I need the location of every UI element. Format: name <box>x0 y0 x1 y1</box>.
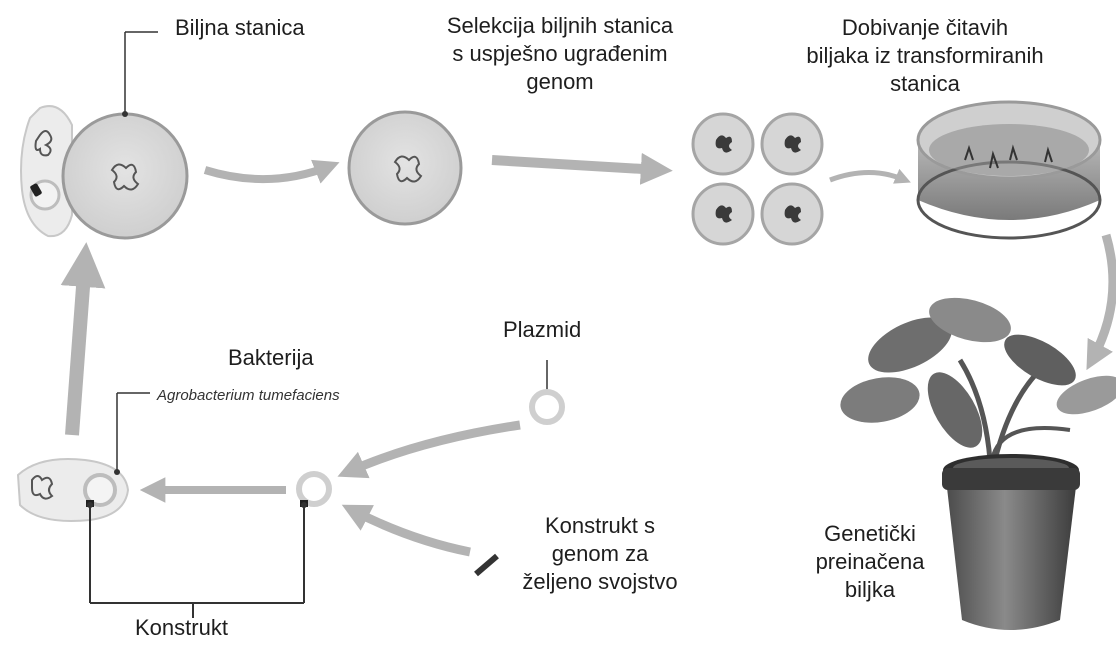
label-plant-cell: Biljna stanica <box>175 15 305 40</box>
arrow-cell-to-cell <box>203 159 340 184</box>
label-construct: Konstrukt <box>135 615 228 640</box>
recombinant-plasmid <box>296 471 332 507</box>
label-bacterium: Bakterija <box>228 345 314 370</box>
arrow-to-selection <box>491 152 673 185</box>
plant-cell-2 <box>347 110 463 226</box>
label-plasmid: Plazmid <box>503 317 582 342</box>
label-selection: Selekcija biljnih stanica s uspješno ugr… <box>446 13 674 94</box>
gm-plant <box>840 297 1116 630</box>
arrow-to-dish <box>829 168 911 184</box>
label-gm-plant: Genetički preinačena biljka <box>815 521 925 602</box>
label-construct-gene: Konstrukt s genom za željeno svojstvo <box>522 513 678 594</box>
arrow-infection-up <box>60 242 106 436</box>
selected-cells <box>691 112 824 246</box>
infecting-bacterium <box>20 105 73 238</box>
label-regeneration: Dobivanje čitavih biljaka iz transformir… <box>806 15 1044 96</box>
construct-bracket <box>87 502 307 618</box>
arrow-gene-in <box>341 504 471 557</box>
plasmid-ring <box>529 389 565 425</box>
arrow-plasmid-in <box>337 420 521 479</box>
plant-cell-1 <box>61 112 189 240</box>
label-bacterium-species: Agrobacterium tumefaciens <box>157 387 340 404</box>
petri-dish <box>916 100 1102 240</box>
gene-construct-piece <box>474 553 499 577</box>
bacterium <box>16 458 130 522</box>
arrow-to-plant <box>1086 233 1116 371</box>
